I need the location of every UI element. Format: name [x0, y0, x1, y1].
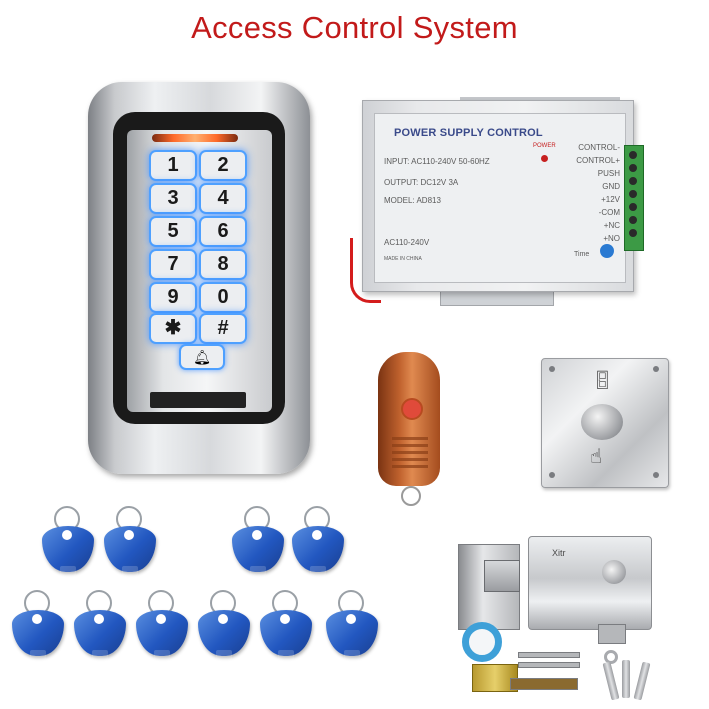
exit-push-button[interactable] [581, 404, 623, 440]
key-4[interactable]: 4 [201, 185, 245, 212]
rfid-tag [232, 506, 284, 580]
key-hash[interactable]: # [201, 315, 245, 342]
lock-key [602, 661, 620, 701]
psu-time-label: Time [574, 251, 590, 258]
keypad-plate [127, 130, 272, 412]
rfid-tag [104, 506, 156, 580]
terminal-label: +NC [603, 221, 620, 230]
red-wire [350, 238, 381, 303]
lock-screw [518, 662, 580, 668]
lock-body [528, 536, 652, 630]
lock-spacer-ring [462, 622, 502, 662]
key-ring [604, 650, 618, 664]
key-9[interactable]: 9 [151, 284, 195, 311]
psu-label-panel [374, 113, 626, 283]
rfid-tag [74, 590, 126, 664]
remote-button[interactable] [401, 398, 423, 420]
rfid-tag [260, 590, 312, 664]
terminal-label: CONTROL- [578, 143, 620, 152]
key-6[interactable]: 6 [201, 218, 245, 245]
psu-input: INPUT: AC110-240V 50-60HZ [384, 157, 490, 166]
lock-screws-set [510, 678, 578, 690]
lock-brand: Xitr [552, 548, 566, 558]
lock-key [622, 660, 630, 698]
psu-power-led [541, 155, 548, 162]
page-title: Access Control System [191, 10, 518, 45]
doorbell-button[interactable]: 🔔︎ [181, 346, 223, 368]
keypad-card-reader-slot [150, 392, 246, 408]
lock-cylinder-part [598, 624, 626, 644]
remote-keyring [401, 486, 421, 506]
rfid-tag [198, 590, 250, 664]
lock-cylinder [602, 560, 626, 584]
key-1[interactable]: 1 [151, 152, 195, 179]
rfid-tag [292, 506, 344, 580]
psu-title: POWER SUPPLY CONTROL [394, 127, 543, 139]
lock-key [633, 661, 651, 701]
key-7[interactable]: 7 [151, 251, 195, 278]
lock-screw [518, 652, 580, 658]
key-3[interactable]: 3 [151, 185, 195, 212]
remote-grip [392, 434, 428, 468]
key-0[interactable]: 0 [201, 284, 245, 311]
terminal-label: CONTROL+ [576, 156, 620, 165]
terminal-label: PUSH [597, 169, 620, 178]
rfid-tag [12, 590, 64, 664]
psu-ac-label: AC110-240V [384, 238, 430, 247]
bell-icon: 🔔︎ [193, 349, 211, 365]
key-2[interactable]: 2 [201, 152, 245, 179]
psu-model: MODEL: AD813 [384, 196, 441, 205]
key-8[interactable]: 8 [201, 251, 245, 278]
psu-power-label: POWER [533, 143, 556, 149]
hand-press-icon: ☝︎ [590, 446, 603, 468]
door-icon: 🚪︎ [591, 370, 614, 390]
psu-brand-logo [600, 244, 614, 258]
lock-bolt [484, 560, 520, 592]
terminal-label: +NO [603, 234, 620, 243]
psu-terminal-labels: CONTROL- CONTROL+ PUSH GND +12V -COM +NC… [520, 143, 620, 243]
rfid-tag [136, 590, 188, 664]
rfid-tag [326, 590, 378, 664]
keypad-led-bar [152, 134, 238, 142]
key-star[interactable]: ✱ [151, 315, 195, 342]
terminal-label: -COM [598, 208, 620, 217]
psu-terminal-block [624, 145, 644, 251]
key-5[interactable]: 5 [151, 218, 195, 245]
psu-output: OUTPUT: DC12V 3A [384, 178, 459, 187]
rfid-tag [42, 506, 94, 580]
terminal-label: GND [602, 182, 620, 191]
terminal-label: +12V [601, 195, 620, 204]
psu-made-in: MADE IN CHINA [384, 256, 422, 262]
